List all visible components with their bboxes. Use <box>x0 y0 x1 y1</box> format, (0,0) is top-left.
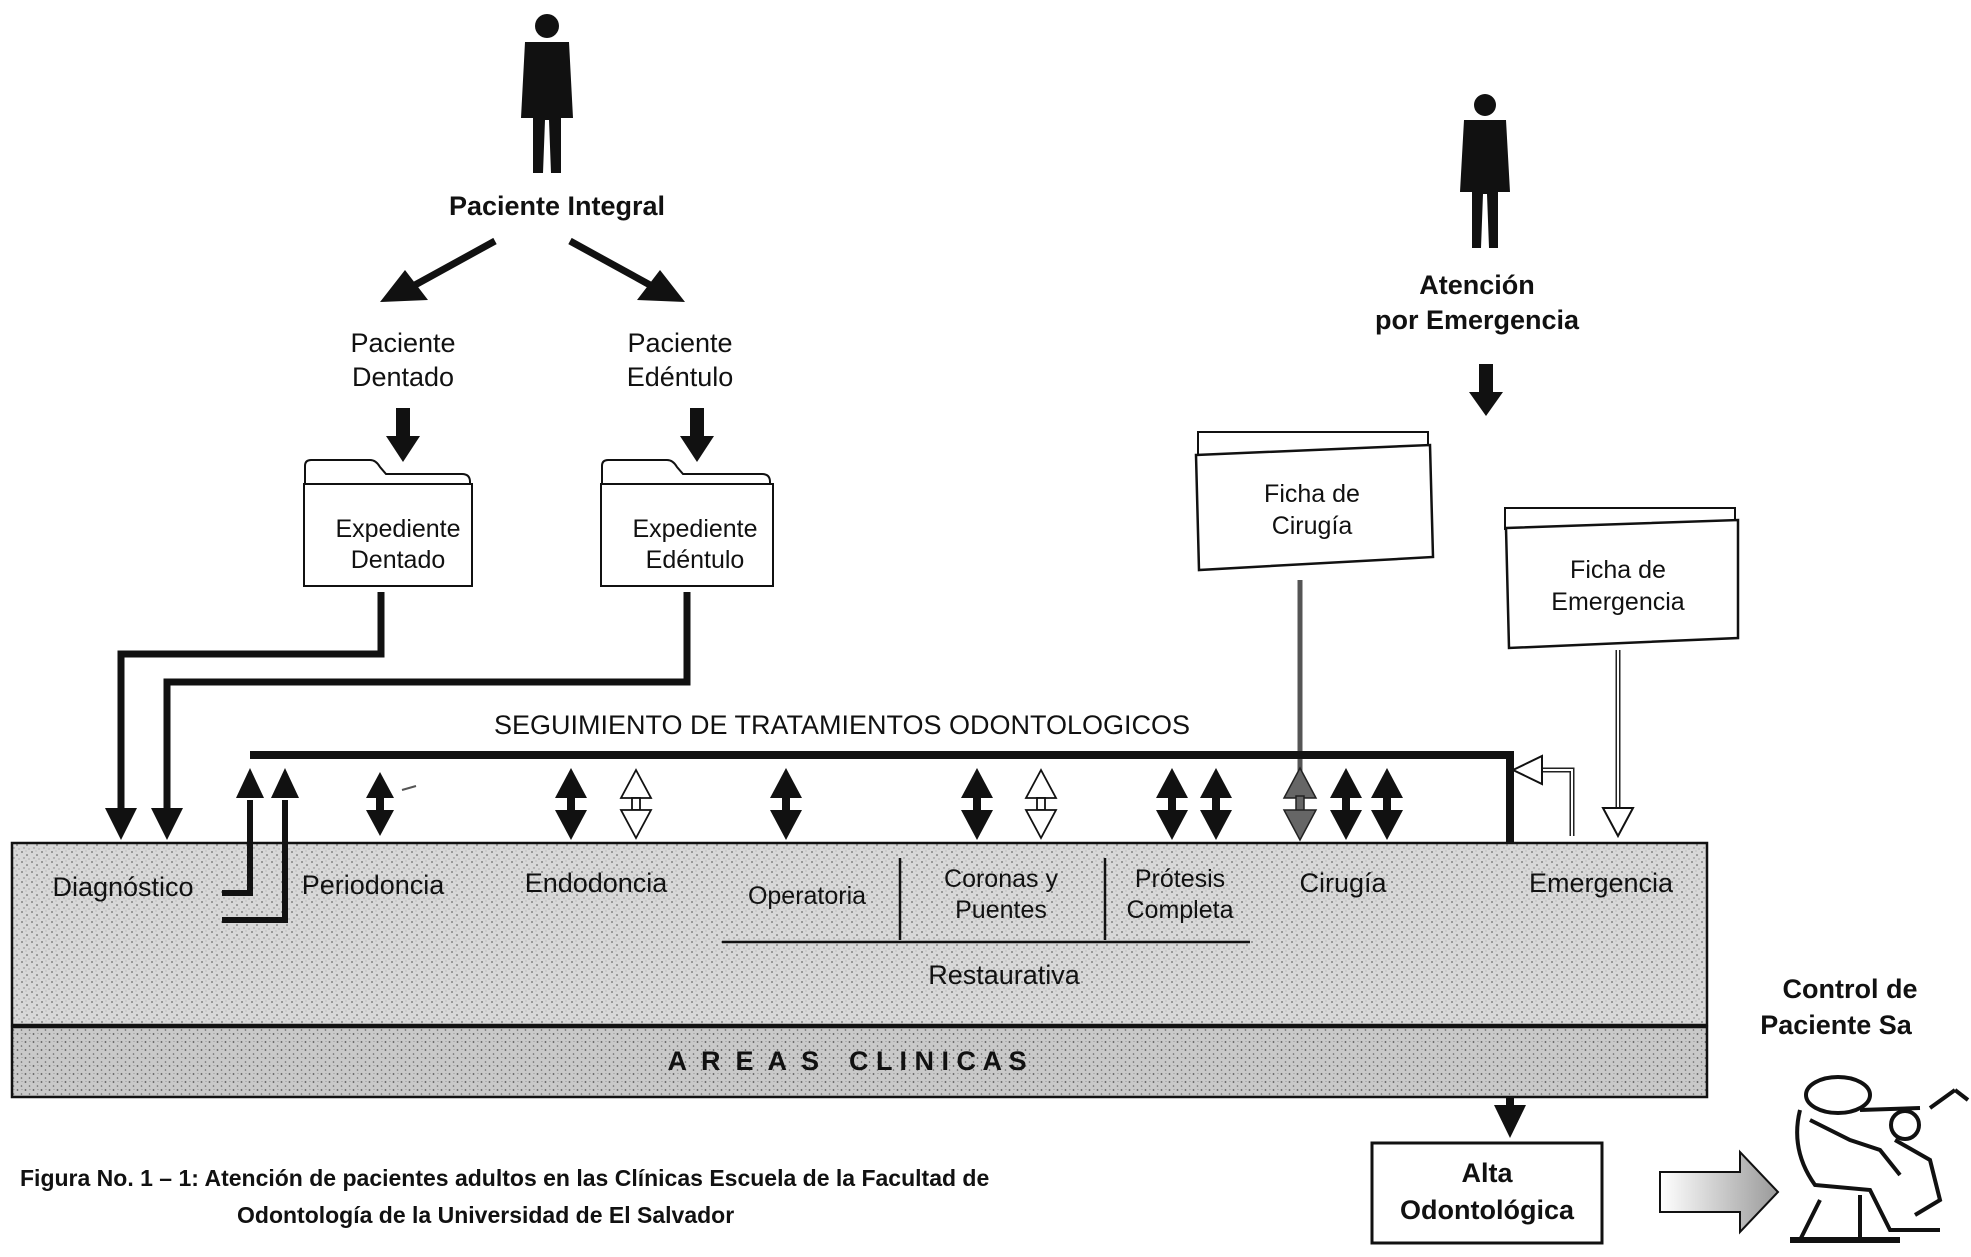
arrow-head-edentulous <box>151 808 183 840</box>
alta-label-2: Odontológica <box>1400 1195 1575 1225</box>
patient-edentulous-label-1: Paciente <box>627 328 732 358</box>
card-emergency-label-1: Ficha de <box>1570 556 1666 584</box>
clinical-areas-banner <box>10 1025 1709 1099</box>
person-icon-emergency <box>1460 94 1510 248</box>
folder-dentate-label-2: Dentado <box>351 546 446 574</box>
area-restaurativa: Restaurativa <box>928 960 1081 990</box>
card-surgery-label-1: Ficha de <box>1264 480 1360 508</box>
folder-dentate-label-1: Expediente <box>335 515 460 543</box>
area-coronas-1: Coronas y <box>944 865 1058 893</box>
area-diagnostico: Diagnóstico <box>52 872 193 902</box>
down-arrow-dentate <box>386 408 420 462</box>
card-emergency-label-2: Emergencia <box>1551 588 1684 616</box>
area-protesis-1: Prótesis <box>1135 865 1225 893</box>
patient-dentate-label-1: Paciente <box>350 328 455 358</box>
tracking-arrows-outline <box>619 768 1058 840</box>
alta-box <box>1370 1141 1604 1245</box>
connector-edentulous-to-diagnostico <box>163 592 691 810</box>
tracking-arrow-surgery <box>1282 766 1318 842</box>
patient-integral-label: Paciente Integral <box>449 191 665 221</box>
emergency-patient-label-1: Atención <box>1419 270 1535 300</box>
folder-edentulous-label-1: Expediente <box>632 515 757 543</box>
area-periodoncia: Periodoncia <box>302 870 446 900</box>
arrow-head-dentate <box>105 808 137 840</box>
card-emergency <box>1504 507 1740 650</box>
folder-edentulous-label-2: Edéntulo <box>646 546 745 574</box>
alta-label-1: Alta <box>1461 1158 1513 1188</box>
restaurativa-dividers <box>722 858 1250 944</box>
patient-dentate-label-2: Dentado <box>352 362 454 392</box>
caption-line-1: Figura No. 1 – 1: Atención de pacientes … <box>20 1165 989 1191</box>
arrow-head-alta <box>1494 1105 1526 1138</box>
diagonal-arrow-left <box>380 237 497 302</box>
area-endodoncia: Endodoncia <box>525 868 669 898</box>
patient-edentulous-label-2: Edéntulo <box>627 362 734 392</box>
emergency-return-arrow <box>1510 754 1575 836</box>
control-label-2: Paciente Sa <box>1760 1010 1913 1040</box>
area-coronas-2: Puentes <box>955 896 1047 924</box>
area-cirugia: Cirugía <box>1299 868 1387 898</box>
gradient-arrow-icon <box>1659 1149 1780 1235</box>
emergency-patient-label-2: por Emergencia <box>1375 305 1580 335</box>
diagonal-arrow-right <box>568 237 685 302</box>
folder-icon-dentate <box>303 459 473 587</box>
tracking-arrows <box>236 768 1403 840</box>
down-arrow-edentulous <box>680 408 714 462</box>
person-icon-integral <box>521 14 573 173</box>
control-label-1: Control de <box>1783 974 1918 1004</box>
stray-mark <box>401 785 417 791</box>
card-surgery <box>1194 431 1435 572</box>
down-arrow-emergency <box>1469 364 1503 416</box>
area-operatoria: Operatoria <box>748 882 866 910</box>
area-protesis-2: Completa <box>1127 896 1234 924</box>
areas-clinicas-banner-label: A R E A S C L I N I C A S <box>667 1046 1026 1076</box>
card-surgery-label-2: Cirugía <box>1272 512 1353 540</box>
tracking-title: SEGUIMIENTO DE TRATAMIENTOS ODONTOLOGICO… <box>494 710 1190 740</box>
clinical-areas-block <box>10 841 1709 1027</box>
connector-dentate-to-diagnostico <box>117 592 385 810</box>
folder-icon-edentulous <box>600 459 774 587</box>
caption-line-2: Odontología de la Universidad de El Salv… <box>237 1202 734 1228</box>
area-emergencia: Emergencia <box>1529 868 1674 898</box>
connector-emergency-card <box>1601 650 1635 839</box>
diagnostico-loop <box>222 800 288 923</box>
dental-chair-icon <box>1790 1075 1970 1243</box>
